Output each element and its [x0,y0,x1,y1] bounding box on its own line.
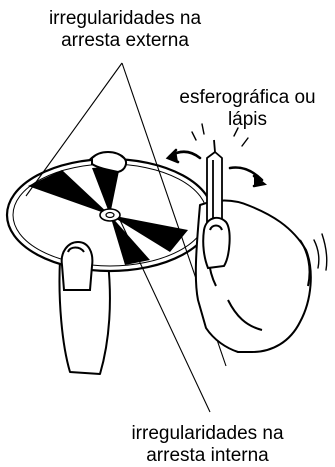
left-thumb [62,242,93,290]
pen-label-line1: esferográfica ou [160,87,335,109]
pen-label: esferográfica ou lápis [160,87,335,131]
outer-edge-label-line2: arresta externa [0,30,250,52]
outer-edge-label: irregularidades na arresta externa [0,8,250,52]
compact-disc-icon [7,159,213,271]
outer-edge-label-line1: irregularidades na [0,8,250,30]
inner-edge-label-line2: arresta interna [80,445,335,467]
inner-edge-label-line1: irregularidades na [80,423,335,445]
right-thumb [203,218,229,268]
pencil-icon [207,140,222,230]
pen-label-line2: lápis [160,109,335,131]
inner-edge-label: irregularidades na arresta interna [80,423,335,467]
